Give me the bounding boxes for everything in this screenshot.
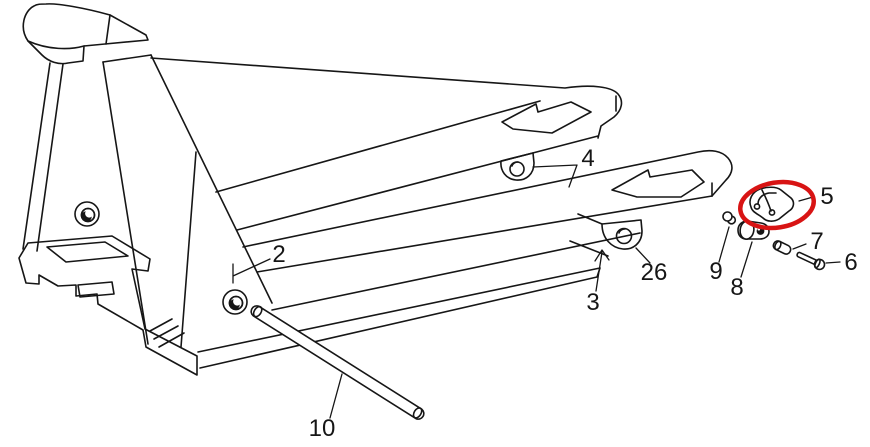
callout-9: 9 (709, 258, 722, 285)
callout-leader-9 (718, 226, 730, 263)
far-fork (150, 57, 623, 231)
near-fork (242, 149, 733, 311)
pallet-truck-drawing (18, 3, 826, 420)
mast-left-strut (22, 62, 64, 252)
callout-6: 6 (844, 249, 857, 276)
callout-leader-5 (798, 196, 814, 202)
callout-4: 4 (581, 145, 594, 172)
wheel-hub (74, 201, 100, 227)
steer-rod (250, 305, 425, 420)
callout-leader-26 (635, 247, 651, 264)
callout-26: 26 (641, 259, 668, 286)
callout-5: 5 (820, 183, 833, 210)
callout-leader-2 (232, 258, 271, 284)
callout-leader-7 (792, 243, 807, 250)
callout-leader-lines (232, 164, 841, 419)
base-frame (18, 235, 198, 376)
callout-7: 7 (810, 228, 823, 255)
callout-leader-6 (825, 261, 841, 264)
callout-leader-3 (594, 249, 610, 292)
link-bracket-part5 (749, 186, 795, 222)
callout-10: 10 (309, 415, 336, 442)
ball-pin-part9 (722, 211, 737, 225)
callout-2: 2 (272, 241, 285, 268)
axle-pin (222, 289, 248, 315)
near-fork-wheel-slot (611, 169, 705, 198)
callout-3: 3 (586, 289, 599, 316)
callout-leader-4 (532, 164, 578, 188)
far-fork-wheel-slot (501, 101, 592, 134)
mast-right-strut (102, 54, 273, 348)
callout-leader-8 (740, 241, 753, 278)
callout-labels: 2 3 4 5 6 7 8 9 10 26 (272, 145, 857, 442)
wheel-rocker-bracket (601, 219, 643, 250)
far-fork-roller-bracket (500, 152, 535, 181)
callout-8: 8 (730, 274, 743, 301)
pin-part7 (772, 240, 792, 255)
tiller-head (22, 3, 149, 65)
highlight-ellipse-part5 (738, 179, 816, 231)
bolt-part6 (796, 251, 826, 271)
callout-leader-10 (329, 373, 343, 419)
